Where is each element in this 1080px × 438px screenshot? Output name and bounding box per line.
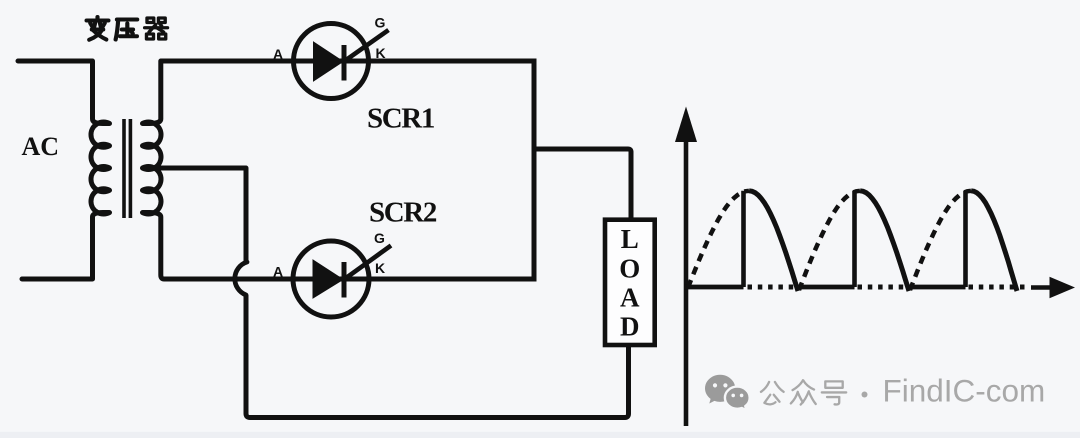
- svg-text:D: D: [620, 312, 640, 342]
- svg-text:K: K: [375, 260, 385, 276]
- svg-text:O: O: [619, 254, 640, 284]
- svg-text:SCR2: SCR2: [369, 197, 437, 229]
- svg-text:G: G: [375, 15, 386, 31]
- svg-text:K: K: [376, 45, 386, 61]
- svg-text:SCR1: SCR1: [367, 103, 434, 135]
- svg-text:A: A: [620, 283, 640, 313]
- svg-text:L: L: [621, 224, 639, 254]
- svg-text:A: A: [273, 46, 283, 62]
- svg-text:AC: AC: [22, 132, 60, 161]
- svg-text:A: A: [273, 264, 283, 280]
- svg-text:FindIC-com: FindIC-com: [883, 373, 1046, 409]
- svg-text:G: G: [374, 230, 385, 246]
